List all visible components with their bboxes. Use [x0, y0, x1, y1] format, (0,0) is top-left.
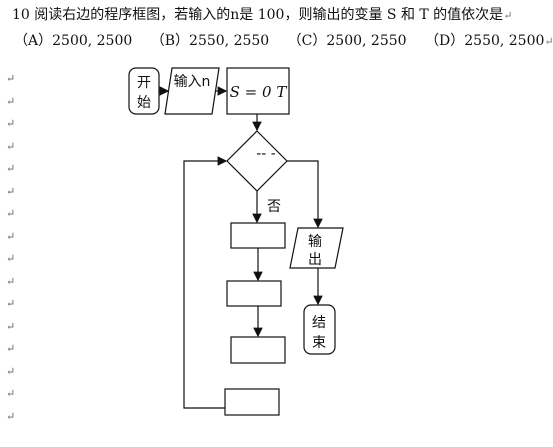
- paragraph-mark: ↵: [6, 274, 16, 288]
- option-d: （D）2550, 2500↵: [425, 33, 553, 49]
- paragraph-mark: ↵: [6, 297, 16, 310]
- paragraph-mark: ↵: [6, 94, 16, 108]
- end-label-2: 束: [312, 335, 326, 351]
- option-c: （C）2500, 2550: [287, 33, 407, 49]
- paragraph-mark: ↵: [6, 162, 16, 175]
- connector-yes: [287, 160, 323, 229]
- process-box-2: [226, 280, 282, 307]
- decision-label: -- -: [256, 146, 276, 162]
- paragraph-mark: ↵: [6, 139, 16, 153]
- process-box-1: [230, 222, 286, 249]
- paragraph-mark: ↵: [6, 319, 16, 333]
- input-box: [164, 67, 220, 115]
- paragraph-mark: ↵: [6, 117, 16, 130]
- no-label: 否: [267, 199, 281, 215]
- loop-back-connector: [183, 156, 228, 409]
- process-box-4: [224, 388, 280, 416]
- paragraph-mark: ↵: [6, 184, 16, 198]
- start-label-2: 始: [137, 95, 151, 111]
- option-b: （B）2550, 2550: [150, 33, 270, 49]
- options-line: （A）2500, 2500 （B）2550, 2550 （C）2500, 255…: [14, 30, 553, 50]
- paragraph-mark: ↵: [6, 207, 16, 220]
- output-box: [289, 227, 344, 269]
- paragraph-mark: ↵: [6, 72, 16, 85]
- paragraph-mark: ↵: [6, 364, 16, 378]
- paragraph-mark: ↵: [6, 387, 16, 400]
- paragraph-mark: ↵: [6, 409, 16, 423]
- question-text: 10 阅读右边的程序框图，若输入的n是 100，则输出的变量 S 和 T 的值依…: [12, 7, 513, 23]
- paragraph-mark: ↵: [503, 9, 513, 22]
- end-label-1: 结: [312, 315, 326, 331]
- start-label-1: 开: [137, 75, 151, 91]
- output-label-2: 出: [308, 252, 322, 268]
- option-a: （A）2500, 2500: [14, 33, 133, 49]
- process-box-3: [230, 336, 286, 364]
- output-label-1: 输: [308, 234, 322, 250]
- init-label: S = 0 T: [230, 83, 288, 101]
- paragraph-mark: ↵: [6, 342, 16, 355]
- paragraph-marks: ↵ ↵ ↵ ↵ ↵ ↵ ↵ ↵ ↵ ↵ ↵ ↵ ↵ ↵ ↵ ↵: [6, 68, 15, 428]
- input-label: 输入n: [174, 74, 211, 90]
- paragraph-mark: ↵: [6, 252, 16, 265]
- paragraph-mark: ↵: [6, 229, 16, 243]
